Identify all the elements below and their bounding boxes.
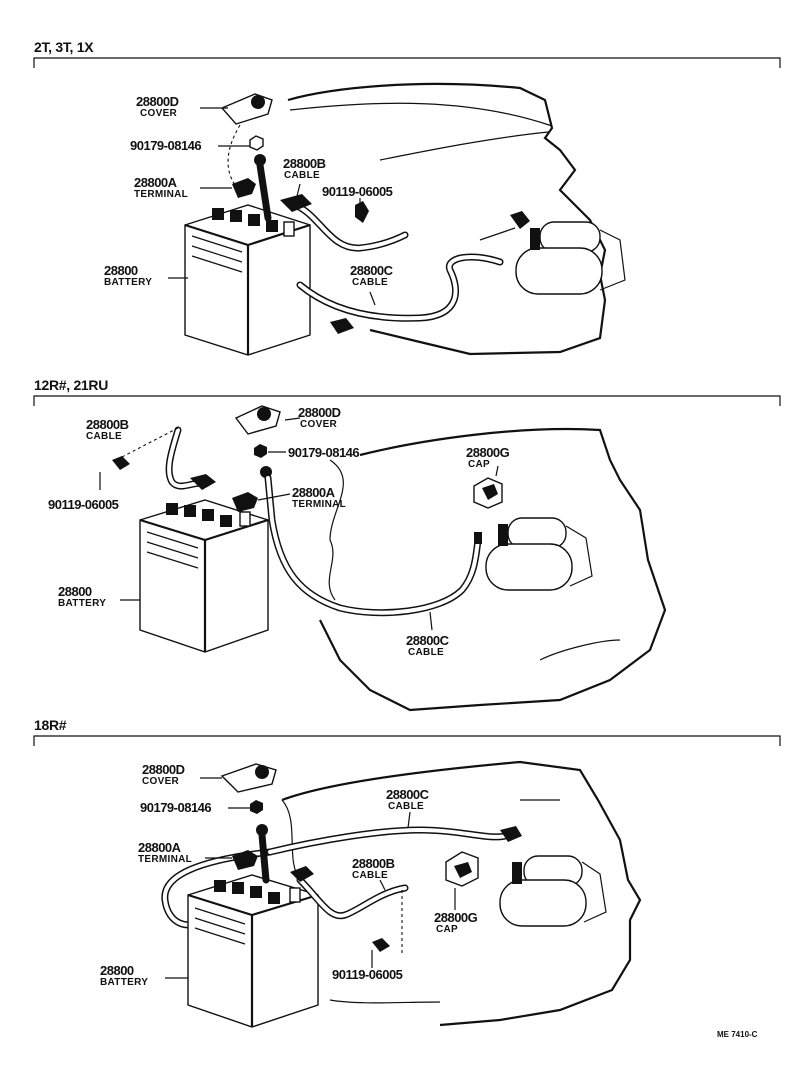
part-number-battery: 28800 [100, 963, 134, 978]
part-number-battery: 28800 [104, 263, 138, 278]
engine-outline-1 [287, 82, 607, 356]
engine-edge-2 [379, 131, 549, 161]
engine-edge-4 [539, 639, 621, 661]
connector-1 [330, 318, 354, 334]
bolt-1 [355, 201, 369, 223]
part-number-cable-c: 28800C [350, 263, 393, 278]
leader-1-cablec [369, 291, 376, 306]
section-1-artwork [33, 57, 781, 356]
figure-code: ME 7410-C [717, 1030, 758, 1039]
starter-3 [499, 855, 607, 927]
leader-3-cablec [407, 811, 411, 829]
part-name-cable-c: CABLE [352, 277, 388, 288]
cap-3 [445, 851, 479, 887]
engine-edge-7 [329, 999, 441, 1004]
section-3-title: 18R# [34, 717, 67, 733]
part-name-cover: COVER [140, 108, 178, 119]
section-2-artwork [33, 395, 781, 712]
part-number-battery: 28800 [58, 584, 92, 599]
engine-edge-5 [281, 799, 301, 881]
starter-2 [485, 517, 593, 591]
section-2-title: 12R#, 21RU [34, 377, 109, 393]
part-number-terminal: 28800A [292, 485, 335, 500]
leader-2-cablec [429, 611, 433, 631]
engine-outline-3 [281, 760, 642, 1027]
part-name-battery: BATTERY [104, 277, 153, 288]
nut-2 [254, 444, 267, 458]
part-name-cable-b: CABLE [86, 431, 122, 442]
battery-1 [184, 204, 311, 356]
part-number-nut: 90179-08146 [288, 445, 360, 460]
part-name-terminal: TERMINAL [134, 189, 189, 200]
cap-2 [473, 477, 503, 509]
leader-2-cap [495, 465, 499, 477]
part-number-cover: 28800D [298, 405, 341, 420]
cover-3 [220, 763, 277, 793]
part-name-cable-c: CABLE [408, 647, 444, 658]
clamp-3 [290, 866, 314, 882]
part-number-cap: 28800G [434, 910, 478, 925]
clamp-2 [190, 474, 216, 490]
section-1-bracket [33, 57, 781, 68]
part-number-cable-c: 28800C [386, 787, 429, 802]
part-name-cable-b: CABLE [284, 170, 320, 181]
part-name-battery: BATTERY [58, 598, 107, 609]
part-number-cap: 28800G [466, 445, 510, 460]
nut-3 [250, 800, 263, 814]
part-number-cable-b: 28800B [86, 417, 129, 432]
bolt-2 [112, 456, 130, 470]
part-name-terminal: TERMINAL [138, 854, 193, 865]
leader-2-term [257, 493, 291, 501]
cover-2 [234, 405, 281, 435]
leader-3-cableb [379, 879, 386, 891]
battery-3 [187, 874, 319, 1028]
leader-2-cover [284, 417, 301, 421]
part-number-terminal: 28800A [138, 840, 181, 855]
nut-1 [249, 135, 264, 151]
part-name-terminal: TERMINAL [292, 499, 347, 510]
part-number-cable-b: 28800B [283, 156, 326, 171]
engine-outline-2 [319, 427, 667, 712]
cable-1-b [256, 161, 272, 222]
cable-1-c [296, 253, 504, 322]
cable-3-end [500, 826, 522, 842]
battery-2 [139, 499, 269, 653]
part-name-cover: COVER [142, 776, 180, 787]
terminal-3 [232, 824, 268, 870]
part-number-terminal: 28800A [134, 175, 177, 190]
part-number-cover: 28800D [136, 94, 179, 109]
bolt-3 [372, 938, 390, 952]
section-3-artwork [33, 735, 781, 1028]
dash-2 [119, 427, 179, 459]
part-name-cap: CAP [436, 924, 459, 935]
dash-1 [227, 124, 241, 186]
part-number-nut: 90179-08146 [130, 138, 202, 153]
part-number-cover: 28800D [142, 762, 185, 777]
clamp-1 [280, 194, 312, 212]
terminal-1 [232, 154, 266, 198]
part-name-cover: COVER [300, 419, 338, 430]
part-number-bolt: 90119-06005 [322, 184, 393, 199]
part-number-nut: 90179-08146 [140, 800, 212, 815]
part-number-bolt: 90119-06005 [48, 497, 119, 512]
cover-1 [220, 93, 273, 125]
part-number-cable-b: 28800B [352, 856, 395, 871]
starter-1 [479, 211, 626, 295]
part-name-cable-c: CABLE [388, 801, 424, 812]
part-name-cable-b: CABLE [352, 870, 388, 881]
cable-3-post [258, 831, 270, 884]
cable-2-end [474, 532, 482, 544]
section-1-title: 2T, 3T, 1X [34, 39, 94, 55]
section-3-bracket [33, 735, 781, 746]
engine-edge-1 [289, 102, 553, 127]
leader-1-cableb [295, 183, 301, 201]
section-2-bracket [33, 395, 781, 406]
part-name-battery: BATTERY [100, 977, 149, 988]
engine-edge-3 [328, 459, 344, 601]
part-number-bolt: 90119-06005 [332, 967, 403, 982]
part-number-cable-c: 28800C [406, 633, 449, 648]
part-name-cap: CAP [468, 459, 491, 470]
